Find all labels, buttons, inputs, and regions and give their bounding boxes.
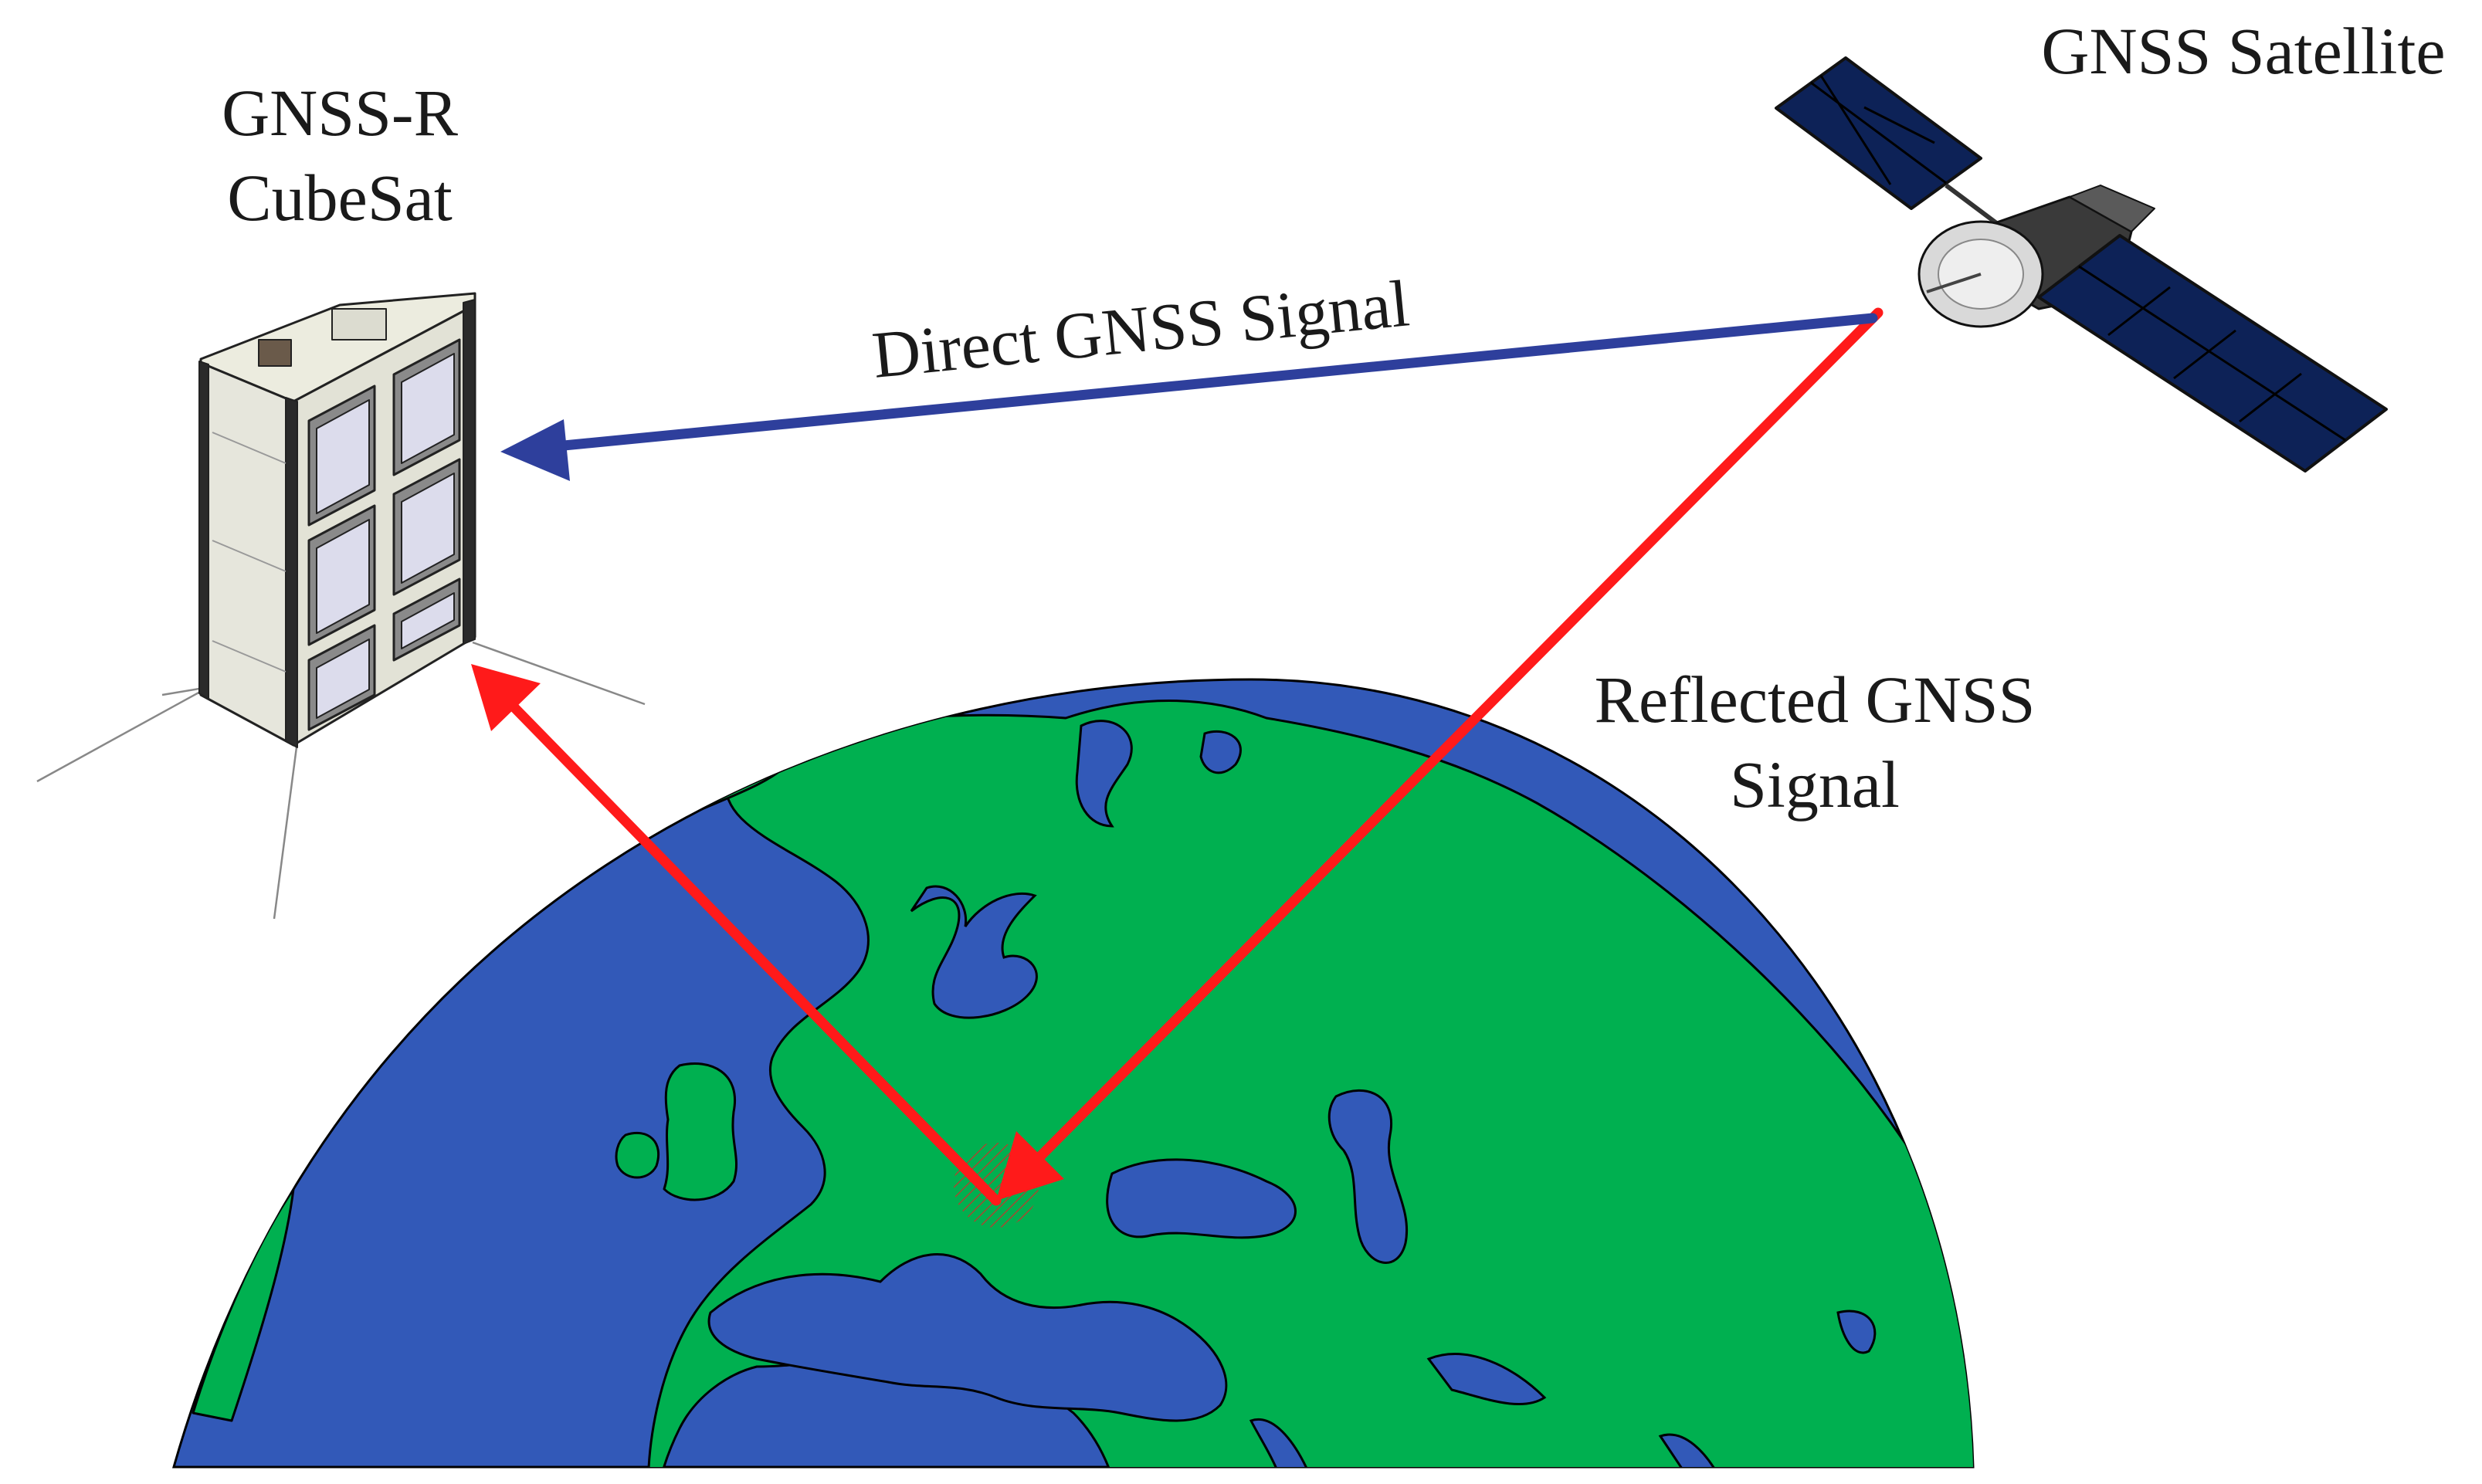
sea-persian-gulf [1426,1353,1547,1406]
sea-caspian [1327,1089,1408,1264]
sea-baltic [910,885,1038,1019]
sea-arctic-inlet [1199,730,1242,774]
land-ireland [615,1131,660,1179]
cubesat-rail-left [198,361,209,700]
reflected-outgoing-ray [500,693,1002,1206]
satellite-label: GNSS Satellite [2041,14,2445,88]
cubesat-label-line1: GNSS-R [222,76,459,150]
reflected-signal-label-line1: Reflected GNSS [1595,662,2036,737]
earth-seas [707,720,1877,1467]
land-iceland [400,933,480,977]
direct-signal-arrow [500,313,1878,481]
satellite-solar-panel-left [1775,56,1982,210]
cubesat-top-panel [331,308,387,341]
cubesat-antennas [36,641,646,920]
reflected-incoming-ray [1010,307,1884,1187]
cubesat-rail-right [463,299,476,645]
satellite-solar-panel-right [2037,234,2388,473]
satellite-icon [1775,56,2388,473]
reflected-incoming-arrowhead [996,1131,1064,1201]
cubesat-top-module [258,339,292,367]
reflected-signal-arrow [471,307,1884,1206]
cubesat-solar-windows [307,338,461,731]
sea-black [1106,1158,1297,1239]
cubesat-side-vents [212,432,287,673]
sea-red [1249,1418,1315,1467]
lake-balkhash [1836,1310,1877,1354]
sea-mediterranean [707,1253,1228,1422]
cubesat-rail-center [285,397,298,748]
land-britain [663,1062,737,1201]
cubesat-icon [36,292,646,920]
sea-white [1075,720,1133,828]
cubesat-side-face [199,361,295,747]
sea-east-inlet [1658,1433,1724,1467]
direct-arrowhead [500,419,570,481]
cubesat-label-line2: CubeSat [227,161,453,235]
earth-globe-icon [172,678,1975,1469]
reflected-signal-label-line2: Signal [1730,747,1900,822]
reflected-outgoing-arrowhead [471,664,541,731]
